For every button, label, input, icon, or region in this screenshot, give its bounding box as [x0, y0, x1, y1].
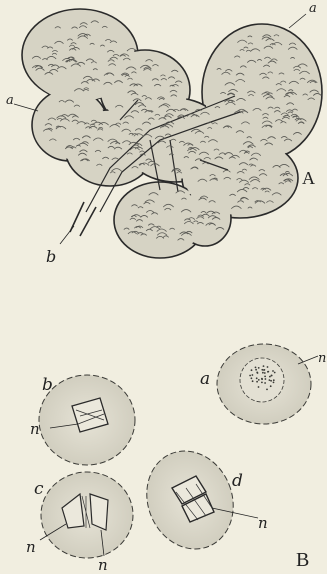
chromatin-dot — [274, 372, 276, 374]
cell-c: c n n — [26, 472, 133, 574]
chromatin-dot — [266, 389, 268, 391]
chromatin-dot — [269, 376, 271, 378]
excretory-duct — [70, 202, 96, 236]
chromatin-dot — [263, 365, 265, 367]
label-a-top: a — [309, 1, 317, 16]
chromatin-dot — [262, 372, 264, 374]
chromatin-dot — [256, 377, 258, 379]
chromatin-dot — [273, 382, 275, 384]
chromatin-dot — [267, 366, 269, 368]
chromatin-dot — [249, 375, 251, 377]
chromatin-dot — [257, 372, 259, 374]
cell-d: d n — [132, 438, 267, 562]
panel-label-b: B — [296, 549, 309, 571]
chromatin-dot — [252, 374, 254, 376]
chromatin-dot — [264, 382, 266, 384]
chromatin-dot — [264, 376, 266, 378]
chromatin-dot — [261, 378, 263, 380]
cell-c-nucleus-right — [90, 494, 108, 530]
cell-a-n-label: n — [318, 351, 326, 366]
chromatin-dot — [255, 367, 257, 369]
chromatin-dot — [252, 380, 254, 382]
panel-b-cells: b n a n c n n — [26, 344, 326, 574]
chromatin-dot — [264, 369, 266, 371]
label-b-duct: b — [46, 247, 56, 266]
chromatin-dot — [251, 377, 253, 379]
cell-b-n-label: n — [30, 420, 40, 438]
chromatin-dot — [258, 386, 260, 388]
cell-a-label: a — [200, 369, 210, 389]
chromatin-dot — [269, 379, 271, 381]
cell-c-n-left-label: n — [26, 538, 36, 556]
cell-d-n-label: n — [258, 514, 268, 532]
panel-a-gland: a a b A — [6, 1, 322, 266]
chromatin-dot — [255, 369, 257, 371]
panel-label-a: A — [302, 168, 315, 188]
leader-line-a-left — [14, 104, 38, 111]
cell-c-n-bottom-label: n — [98, 556, 108, 574]
gland-interior — [25, 15, 319, 255]
leader-line-b — [60, 226, 74, 244]
chromatin-dot — [258, 367, 260, 369]
cell-b: b n — [30, 375, 135, 465]
chromatin-dot — [272, 370, 274, 372]
chromatin-dot — [267, 371, 269, 373]
label-a-left: a — [6, 93, 14, 108]
leader-line-a-top — [289, 14, 306, 28]
chromatin-dot — [261, 382, 263, 384]
chromatin-dot — [270, 380, 272, 382]
chromatin-dot — [271, 375, 273, 377]
cell-c-label: c — [34, 479, 44, 499]
cell-d-label: d — [232, 471, 243, 491]
chromatin-dot — [258, 379, 260, 381]
chromatin-dot — [251, 369, 253, 371]
chromatin-dot — [273, 379, 275, 381]
chromatin-dot — [270, 385, 272, 387]
chromatin-dot — [261, 369, 263, 371]
cell-b-label: b — [42, 375, 53, 395]
chromatin-dot — [265, 378, 267, 380]
chromatin-dot — [256, 381, 258, 383]
cell-a: a n — [200, 344, 326, 424]
chromatin-dot — [264, 372, 266, 374]
